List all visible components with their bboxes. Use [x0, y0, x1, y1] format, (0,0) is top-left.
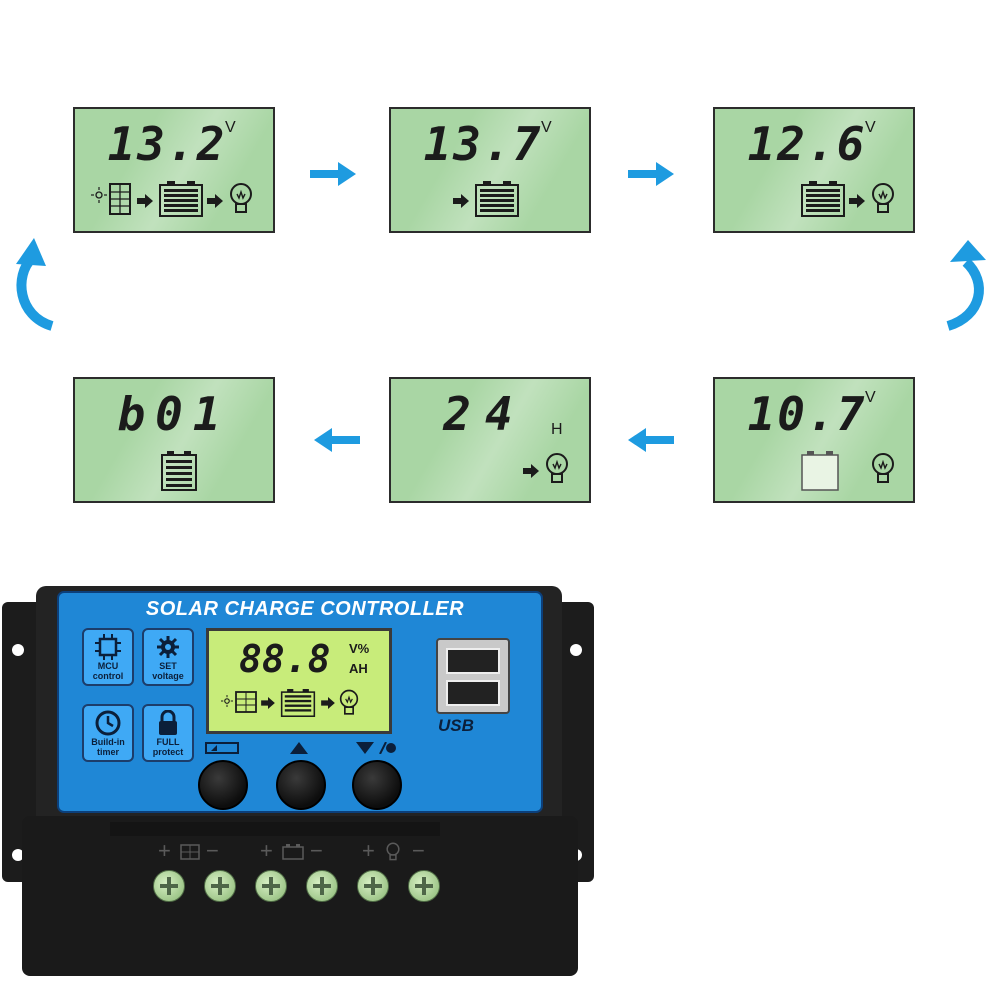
usb-label: USB: [438, 716, 474, 735]
feature-mcu-control: MCU control: [82, 628, 134, 686]
arrow-right-icon: [523, 464, 539, 478]
terminal-sign: −: [206, 838, 219, 863]
terminal-sign: −: [310, 838, 323, 863]
bulb-icon: [872, 183, 894, 213]
down-load-button[interactable]: [352, 760, 402, 810]
bulb-icon: [386, 842, 400, 861]
lcd-screen-solar-charging: 13.2 V: [73, 107, 275, 233]
bulb-icon: [339, 689, 359, 715]
solar-panel-icon: [180, 844, 200, 860]
menu-icon: [205, 742, 239, 754]
usb-port-2[interactable]: [446, 680, 500, 706]
flow-arrow-curved-up-icon: [16, 238, 54, 331]
battery-icon: [159, 181, 203, 217]
arrow-right-icon: [453, 194, 469, 208]
battery-icon: [475, 181, 519, 217]
device-lcd-unit-top: V%: [349, 641, 370, 656]
unit-label: H: [551, 421, 563, 438]
lcd-screen-low-voltage: 10.7 V: [713, 377, 915, 503]
flow-arrow-curved-down-icon: [946, 240, 986, 331]
battery-icon: [161, 451, 197, 491]
arrow-right-icon: [137, 194, 153, 208]
voltage-readout: 13.7: [423, 117, 543, 171]
solar-panel-icon: [109, 183, 131, 215]
lcd-screen-boost-charge: 13.7 V: [389, 107, 591, 233]
feature-set-voltage: SET voltage: [142, 628, 194, 686]
gear-icon: [157, 636, 179, 658]
voltage-readout: 10.7: [747, 387, 867, 441]
mode-readout: b01: [117, 387, 231, 441]
arrow-right-icon: [207, 194, 223, 208]
down-bulb-icon: [356, 742, 396, 754]
flow-arrow-right-icon: [628, 162, 674, 186]
voltage-readout: 12.6: [747, 117, 867, 171]
feature-build-in-timer: Build-in timer: [82, 704, 134, 762]
terminal-sign: +: [362, 838, 375, 863]
unit-label: V: [865, 389, 876, 406]
feature-label: Build-in timer: [91, 737, 125, 757]
unit-label: V: [225, 119, 236, 136]
usb-port-1[interactable]: [446, 648, 500, 674]
up-button[interactable]: [276, 760, 326, 810]
menu-button[interactable]: [198, 760, 248, 810]
chip-icon: [95, 634, 121, 660]
arrow-right-icon: [261, 697, 275, 709]
terminal-battery-positive[interactable]: [255, 870, 287, 902]
terminal-battery-negative[interactable]: [306, 870, 338, 902]
timer-readout: 24: [443, 387, 527, 441]
device-lcd-unit-bottom: AH: [349, 661, 368, 676]
terminal-load-positive[interactable]: [357, 870, 389, 902]
unit-label: V: [865, 119, 876, 136]
terminal-sign: +: [158, 838, 171, 863]
clock-icon: [95, 710, 121, 736]
unit-label: V: [541, 119, 552, 136]
flow-arrow-right-icon: [310, 162, 356, 186]
flow-arrow-left-icon: [314, 428, 360, 452]
lcd-screen-load-timer: 24 H: [389, 377, 591, 503]
lcd-screen-discharging: 12.6 V: [713, 107, 915, 233]
feature-label: SET voltage: [152, 661, 184, 681]
feature-label: FULL protect: [152, 737, 184, 757]
flow-arrow-left-icon: [628, 428, 674, 452]
sun-icon: [91, 187, 107, 203]
terminal-sign: −: [412, 838, 425, 863]
bulb-icon: [872, 453, 894, 483]
arrow-right-icon: [321, 697, 335, 709]
terminal-sign: +: [260, 838, 273, 863]
sun-icon: [221, 695, 233, 707]
brand-title: SOLAR CHARGE CONTROLLER: [145, 598, 465, 620]
terminal-load-negative[interactable]: [408, 870, 440, 902]
arrow-right-icon: [849, 194, 865, 208]
battery-icon: [801, 181, 845, 217]
solar-panel-icon: [235, 691, 257, 713]
device-lcd-screen: 88.8 V% AH: [206, 628, 392, 734]
bulb-icon: [546, 453, 568, 483]
empty-battery-icon: [801, 451, 839, 491]
lock-icon: [159, 709, 177, 735]
feature-full-protect: FULL protect: [142, 704, 194, 762]
bulb-icon: [230, 183, 252, 213]
lcd-screen-battery-type: b01: [73, 377, 275, 503]
battery-icon: [280, 689, 316, 717]
terminal-solar-positive[interactable]: [153, 870, 185, 902]
battery-icon: [282, 844, 304, 860]
terminal-solar-negative[interactable]: [204, 870, 236, 902]
usb-ports[interactable]: [436, 638, 510, 714]
voltage-readout: 13.2: [107, 117, 227, 171]
device-lcd-value: 88.8: [239, 637, 331, 681]
feature-label: MCU control: [92, 661, 124, 681]
up-icon: [290, 742, 308, 754]
